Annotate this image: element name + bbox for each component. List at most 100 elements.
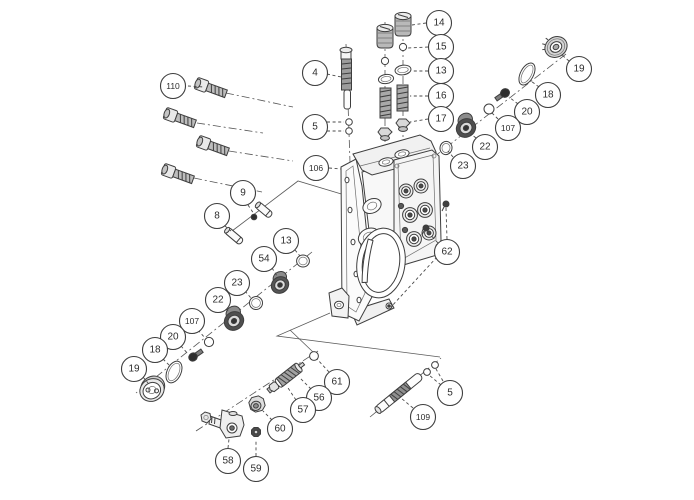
callout-circle bbox=[409, 403, 437, 431]
callout-leader bbox=[530, 80, 540, 88]
crankcase-window bbox=[356, 227, 406, 299]
callout-leader bbox=[428, 374, 442, 386]
callout-circle bbox=[203, 202, 231, 230]
callout-circle bbox=[449, 152, 477, 180]
callout-leader bbox=[407, 46, 429, 49]
seal-ring-5b bbox=[431, 361, 439, 369]
spring-valve-56-57 bbox=[266, 361, 306, 394]
ring-15-twin bbox=[380, 56, 390, 66]
callout-circle bbox=[289, 396, 317, 424]
callout-leader bbox=[162, 358, 171, 367]
callout-number: 23 bbox=[457, 161, 469, 172]
callout-number: 17 bbox=[435, 114, 447, 125]
callout-number: 13 bbox=[435, 66, 447, 77]
callout-leader bbox=[262, 410, 273, 421]
screw bbox=[195, 135, 230, 157]
nut-17-twin bbox=[377, 127, 393, 141]
oring-13-twin bbox=[377, 73, 395, 85]
callout-16: 16 bbox=[410, 82, 455, 110]
callout-leader bbox=[224, 225, 232, 232]
callout-number: 107 bbox=[185, 316, 199, 326]
valve-22 bbox=[455, 112, 477, 138]
callout-59: 59 bbox=[242, 441, 270, 483]
callout-19: 19 bbox=[120, 355, 149, 384]
callout-4: 4 bbox=[301, 59, 342, 87]
callout-circle bbox=[120, 355, 148, 383]
callout-number: 13 bbox=[280, 236, 292, 247]
callout-60: 60 bbox=[262, 410, 294, 443]
plunger-rod-4 bbox=[339, 46, 353, 110]
callout-leader bbox=[271, 267, 278, 277]
pin-8 bbox=[224, 226, 244, 245]
callout-circle bbox=[272, 227, 300, 255]
callout-leader bbox=[409, 118, 429, 123]
callout-circle bbox=[301, 59, 329, 87]
callout-number: 5 bbox=[312, 122, 318, 133]
callout-circle bbox=[301, 113, 329, 141]
screw bbox=[160, 163, 195, 185]
callout-number: 23 bbox=[231, 278, 243, 289]
callout-61: 61 bbox=[316, 358, 351, 396]
callout-110: 110 bbox=[159, 72, 205, 100]
callout-leader bbox=[390, 256, 438, 308]
callout-57: 57 bbox=[287, 387, 317, 424]
callout-number: 62 bbox=[441, 247, 453, 258]
callout-circle bbox=[250, 245, 278, 273]
screw bbox=[193, 77, 228, 99]
oring-18b bbox=[165, 360, 183, 384]
callout-number: 5 bbox=[447, 388, 453, 399]
socket-screws-110 bbox=[160, 77, 230, 185]
callout-circle bbox=[436, 379, 464, 407]
callout-leader bbox=[326, 73, 342, 78]
callout-circle bbox=[433, 238, 461, 266]
callout-number: 19 bbox=[128, 364, 140, 375]
ring-15 bbox=[398, 42, 408, 52]
stud-chain bbox=[374, 361, 439, 414]
right-plug-chain bbox=[439, 36, 568, 156]
oring-13 bbox=[394, 64, 412, 76]
callout-5: 5 bbox=[428, 368, 464, 407]
stud-109 bbox=[374, 373, 423, 414]
callout-leader bbox=[447, 150, 454, 158]
callout-leader bbox=[142, 376, 149, 384]
callout-18: 18 bbox=[530, 80, 562, 109]
callout-circle bbox=[266, 415, 294, 443]
callout-circle bbox=[494, 114, 522, 142]
callout-14: 14 bbox=[411, 9, 453, 37]
callout-leader bbox=[287, 387, 297, 401]
callout-number: 9 bbox=[240, 188, 246, 199]
nut-17 bbox=[395, 118, 411, 132]
callout-leader bbox=[180, 345, 189, 355]
callout-leader bbox=[187, 85, 205, 88]
seal-rings-5 bbox=[345, 118, 353, 135]
callout-circle bbox=[427, 105, 455, 133]
callout-circle bbox=[323, 368, 351, 396]
callout-leader bbox=[470, 133, 477, 139]
valve-cap-14 bbox=[394, 11, 412, 37]
callout-number: 59 bbox=[250, 464, 262, 475]
pump-body bbox=[328, 134, 450, 326]
callout-circle bbox=[204, 286, 232, 314]
oring-23 bbox=[439, 140, 453, 156]
callout-number: 19 bbox=[573, 64, 585, 75]
callout-leader bbox=[227, 438, 230, 449]
callout-leader bbox=[247, 204, 255, 215]
callout-leader bbox=[298, 376, 312, 390]
callout-number: 22 bbox=[479, 142, 491, 153]
valve-cap-twin bbox=[376, 23, 394, 49]
ring-13 bbox=[296, 254, 310, 268]
callout-circle bbox=[159, 323, 187, 351]
callout-circle bbox=[229, 179, 257, 207]
valve-54 bbox=[270, 270, 290, 294]
callout-20: 20 bbox=[508, 96, 541, 126]
callout-58: 58 bbox=[214, 438, 242, 475]
callout-number: 4 bbox=[312, 68, 318, 79]
callout-13: 13 bbox=[412, 57, 455, 85]
ring-107b bbox=[203, 336, 215, 348]
ring-107 bbox=[483, 103, 495, 115]
callout-leader bbox=[328, 167, 342, 170]
callout-leader bbox=[411, 22, 427, 26]
screw-20b bbox=[188, 348, 204, 362]
